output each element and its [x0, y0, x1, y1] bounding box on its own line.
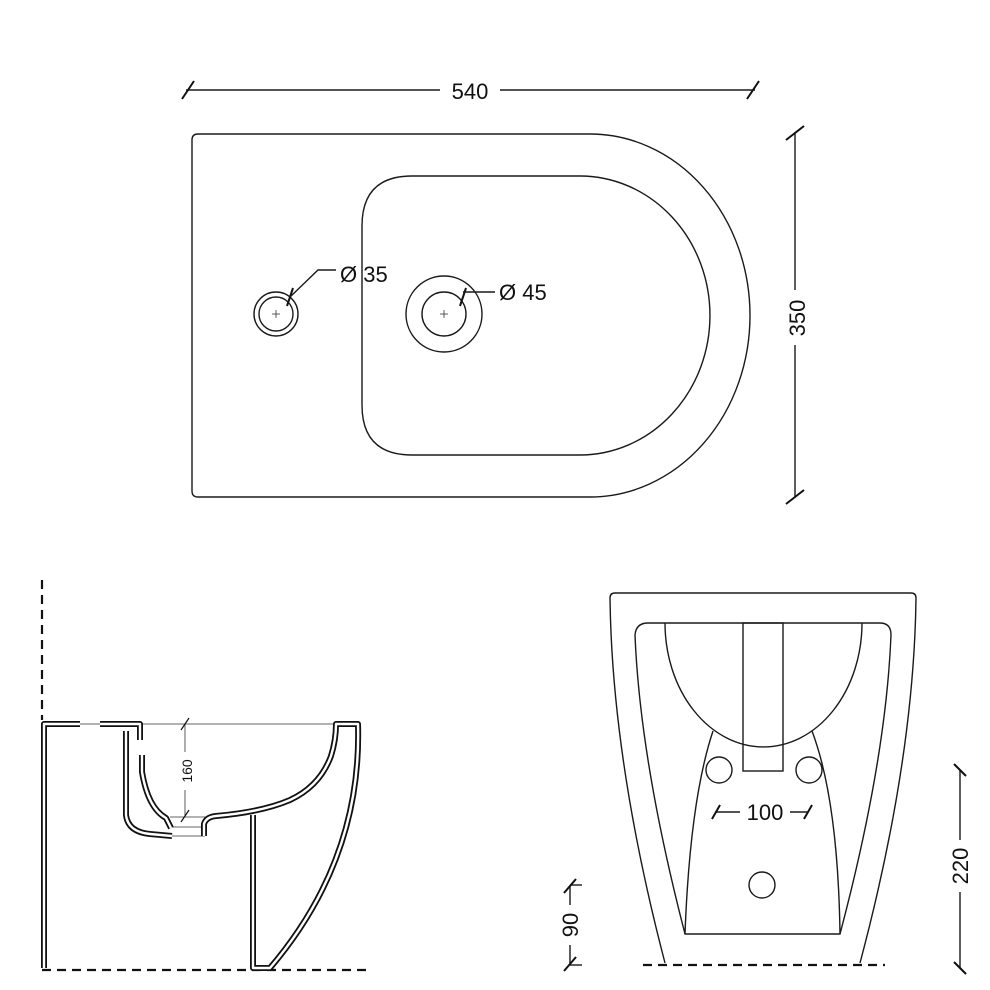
width-dimension: 540: [181, 79, 760, 104]
fixing-spacing-label: 100: [747, 800, 784, 825]
inlet-height-label: 90: [558, 913, 583, 937]
bowl-outline: [361, 175, 711, 456]
fixing-spacing-dimension: 100: [711, 800, 813, 825]
depth-dimension: 350: [785, 125, 810, 505]
waste-hole: [748, 871, 776, 899]
side-section: [41, 721, 362, 971]
tap-hole: Ø 35: [253, 262, 388, 337]
bowl-depth-dimension: 160: [179, 717, 195, 823]
tap-hole-label: Ø 35: [340, 262, 388, 287]
depth-label: 350: [785, 300, 810, 337]
drain-hole-label: Ø 45: [499, 280, 547, 305]
front-inner-outline: [634, 622, 892, 935]
fixing-hole-right: [795, 756, 823, 784]
top-view: 540 350 Ø 35 Ø 45: [181, 79, 810, 505]
bowl-depth-label: 160: [179, 759, 195, 783]
front-outer-outline: [609, 592, 917, 964]
waste-height-dimension: 220: [948, 763, 973, 975]
side-view: 160: [40, 580, 372, 972]
front-view: 100 220 90: [558, 592, 973, 975]
waste-height-label: 220: [948, 848, 973, 885]
inlet-height-dimension: 90: [558, 878, 583, 972]
drain-hole: Ø 45: [405, 275, 547, 353]
width-label: 540: [452, 79, 489, 104]
stem: [742, 622, 784, 772]
fixing-hole-left: [705, 756, 733, 784]
bidet-outline: [191, 133, 751, 498]
